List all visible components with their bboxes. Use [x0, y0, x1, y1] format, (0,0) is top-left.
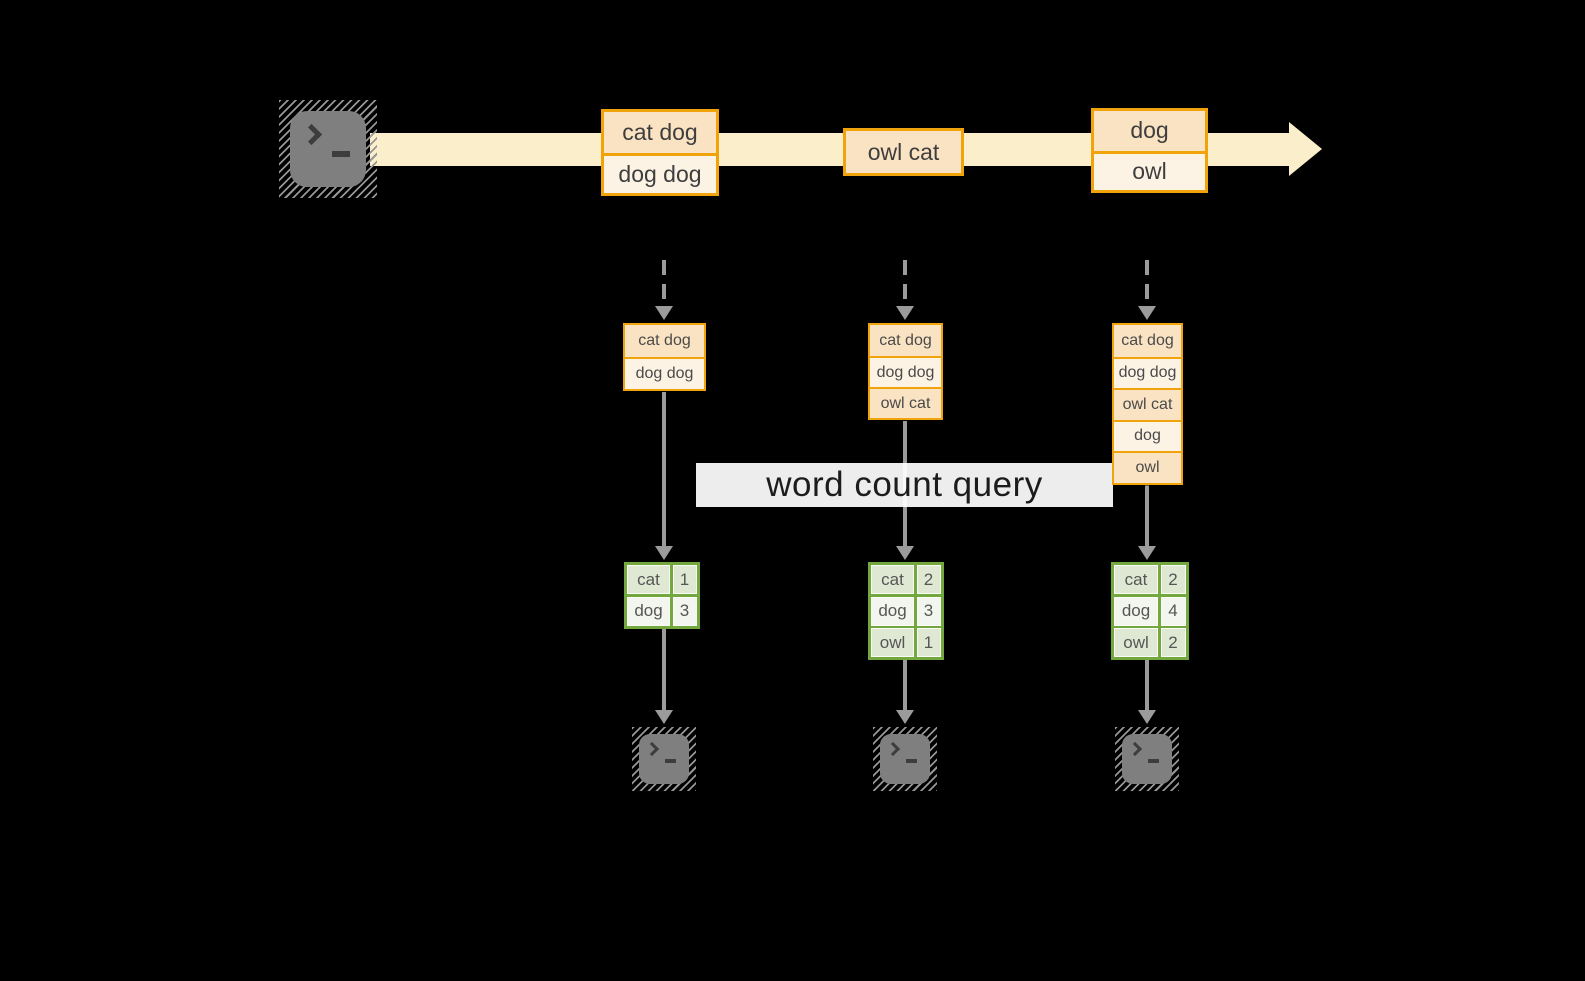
stream-event-line: dog dog [604, 152, 716, 193]
ingest-dashed-arrow [655, 260, 673, 320]
count-cell: 2 [1160, 565, 1186, 594]
count-cell: 1 [916, 628, 941, 657]
count-text: 2 [1168, 632, 1178, 652]
state-buffer-text: dog dog [635, 365, 694, 382]
state-buffer-line: dog dog [1114, 356, 1181, 388]
state-buffer-line: cat dog [870, 325, 941, 356]
count-text: 2 [923, 569, 934, 589]
stream-event-text: dog [1130, 117, 1169, 144]
count-cell: 4 [1160, 596, 1186, 626]
state-buffer-line: owl [1114, 451, 1181, 483]
word-text: cat [881, 569, 904, 589]
stream-event-line: dog [1094, 111, 1205, 151]
state-buffer-line: cat dog [1114, 325, 1181, 357]
word-text: owl [879, 632, 906, 652]
word-text: cat [637, 569, 660, 589]
count-text: 2 [1168, 569, 1178, 589]
state-buffer-text: dog dog [876, 363, 935, 381]
state-buffer-text: owl [1135, 458, 1160, 476]
state-buffer-line: dog dog [870, 356, 941, 387]
state-buffer-line: dog dog [625, 357, 704, 389]
count-cell: 3 [916, 596, 941, 626]
word-count-table: cat 2 dog 4 owl 2 [1111, 562, 1189, 660]
count-cell: 2 [1160, 628, 1186, 657]
result-flow-arrow [655, 628, 673, 724]
ingest-dashed-arrow [1138, 260, 1156, 320]
word-text: owl [1123, 632, 1149, 652]
state-buffer-text: cat dog [638, 332, 691, 349]
state-buffer-text: dog dog [1118, 364, 1177, 382]
query-flow-arrow [655, 392, 673, 560]
count-text: 3 [679, 601, 690, 620]
stream-event-box: dog owl [1091, 108, 1208, 193]
word-cell: owl [1114, 628, 1158, 657]
word-count-table: cat 1 dog 3 [624, 562, 700, 629]
source-terminal-icon [279, 100, 377, 198]
terminal-cursor-icon [906, 759, 917, 763]
output-terminal-icon [873, 727, 937, 791]
word-cell: dog [627, 596, 670, 626]
terminal-face [290, 111, 366, 187]
state-buffer-text: dog [1134, 427, 1161, 445]
state-buffer-box: cat dog dog dog owl cat [868, 323, 943, 420]
count-cell: 1 [672, 565, 697, 594]
stream-event-text: cat dog [622, 118, 698, 145]
word-count-table: cat 2 dog 3 owl 1 [868, 562, 944, 660]
state-buffer-line: owl cat [870, 387, 941, 418]
count-text: 4 [1168, 601, 1178, 620]
terminal-chevron-icon [644, 741, 660, 757]
output-terminal-icon [632, 727, 696, 791]
word-text: dog [878, 601, 907, 620]
word-text: dog [634, 601, 663, 620]
count-cell: 3 [672, 596, 697, 626]
state-buffer-text: cat dog [879, 331, 932, 349]
terminal-chevron-icon [885, 741, 901, 757]
word-cell: dog [871, 596, 914, 626]
stream-event-line: owl [1094, 150, 1205, 190]
state-buffer-line: cat dog [625, 325, 704, 357]
state-buffer-text: owl cat [1122, 395, 1173, 413]
query-label-text: word count query [766, 465, 1043, 504]
terminal-face [880, 734, 930, 784]
stream-event-text: owl cat [867, 138, 940, 165]
word-cell: owl [871, 628, 914, 657]
state-buffer-line: owl cat [1114, 388, 1181, 420]
state-buffer-line: dog [1114, 419, 1181, 451]
terminal-cursor-icon [332, 151, 350, 157]
word-cell: cat [627, 565, 670, 594]
result-flow-arrow [1138, 660, 1156, 724]
stream-event-box: cat dog dog dog [601, 109, 719, 196]
stream-event-box: owl cat [843, 128, 964, 176]
state-buffer-text: cat dog [1121, 331, 1174, 349]
stream-event-line: owl cat [846, 131, 961, 173]
word-text: cat [1124, 569, 1148, 589]
terminal-cursor-icon [1148, 759, 1159, 763]
stream-event-text: owl [1132, 158, 1167, 185]
terminal-face [639, 734, 689, 784]
count-text: 3 [923, 601, 934, 620]
state-buffer-box: cat dog dog dog owl cat dog owl [1112, 323, 1183, 485]
output-terminal-icon [1115, 727, 1179, 791]
word-cell: cat [1114, 565, 1158, 594]
count-text: 1 [923, 632, 934, 652]
terminal-chevron-icon [300, 123, 323, 146]
result-flow-arrow [896, 660, 914, 724]
word-cell: dog [1114, 596, 1158, 626]
count-text: 1 [679, 569, 690, 589]
query-flow-arrow [1138, 485, 1156, 560]
state-buffer-text: owl cat [880, 394, 931, 412]
state-buffer-box: cat dog dog dog [623, 323, 706, 391]
ingest-dashed-arrow [896, 260, 914, 320]
stream-band-arrowhead-icon [1289, 122, 1322, 176]
word-text: dog [1121, 601, 1151, 620]
stream-event-line: cat dog [604, 112, 716, 153]
terminal-chevron-icon [1127, 741, 1143, 757]
count-cell: 2 [916, 565, 941, 594]
stream-event-text: dog dog [618, 160, 702, 187]
word-cell: cat [871, 565, 914, 594]
query-label: word count query [696, 463, 1113, 507]
terminal-face [1122, 734, 1172, 784]
terminal-cursor-icon [665, 759, 676, 763]
